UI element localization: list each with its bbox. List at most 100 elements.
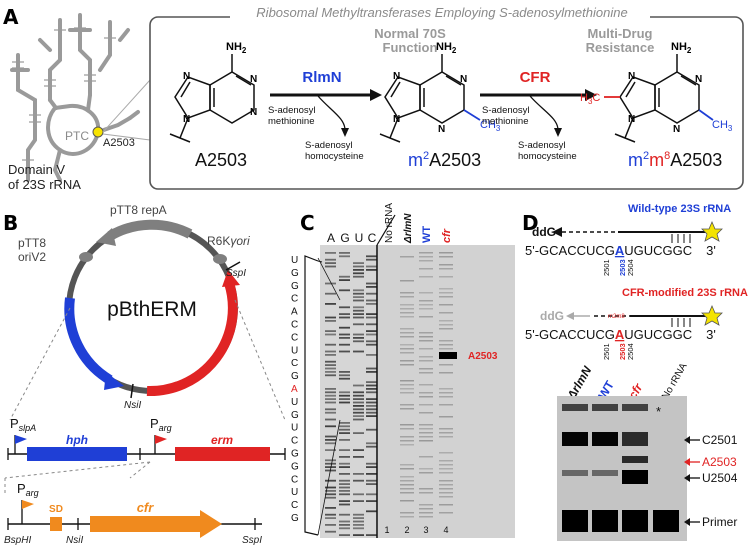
panel-c-letter: C [300, 211, 315, 235]
sequencing-band [366, 415, 377, 417]
lane-background-band [400, 332, 414, 334]
lane-background-band [439, 464, 453, 466]
lane-background-band [439, 252, 453, 254]
lane-background-band [439, 320, 453, 322]
lane-background-band [439, 492, 453, 494]
sequencing-band [339, 524, 350, 526]
lane-background-band [400, 312, 414, 314]
molecule2-n1: N [460, 74, 467, 85]
lane-background-band [400, 480, 414, 482]
sequencing-band [366, 333, 377, 336]
sequencing-band [325, 252, 336, 254]
sequencing-band [325, 449, 336, 451]
sequencing-band [353, 262, 364, 264]
lane-background-band [439, 404, 453, 406]
sequencing-band [325, 391, 336, 394]
lane-background-band [419, 412, 433, 414]
sequencing-band [339, 313, 350, 315]
lane-background-band [400, 408, 414, 410]
sequencing-band [353, 449, 364, 451]
lane-background-band [419, 252, 433, 254]
expansion-line-2-left [129, 461, 151, 479]
lane-background-band [439, 372, 453, 374]
sequencing-band [353, 527, 364, 530]
sah2-arrowhead [554, 128, 562, 137]
rrna-site-label: A2503 [103, 137, 135, 149]
sequencing-band [339, 466, 350, 468]
lane-background-band [400, 352, 414, 354]
sequencing-band [339, 337, 350, 339]
lane-background-band [419, 432, 433, 434]
seq-lane-g: G [340, 231, 349, 245]
sequencing-band [325, 394, 336, 397]
molecule3-n1: N [695, 74, 702, 85]
molecule3-n9: N [628, 114, 635, 125]
sequencing-band [353, 394, 364, 397]
sequencing-band [366, 316, 377, 319]
sequencing-band [339, 316, 350, 319]
wt-pos-2501: 2501 [602, 259, 611, 276]
upper-band [592, 404, 618, 411]
c2501-band [622, 432, 648, 446]
sequencing-band [339, 275, 350, 278]
lane-background-band [419, 508, 433, 510]
sequencing-band [325, 490, 336, 492]
lane-background-band [400, 384, 414, 386]
molecule3-h3c: H3C [580, 92, 600, 106]
sequencing-band [325, 517, 336, 519]
sequencing-band [366, 330, 377, 332]
sequencing-band [366, 411, 377, 414]
sequencing-band [353, 405, 364, 407]
primer-arrowhead [684, 518, 690, 526]
lane-background-band [400, 424, 414, 426]
sequencing-band [339, 422, 350, 424]
panel-a-title: Ribosomal Methyltransferases Employing S… [256, 5, 627, 20]
wt-star-icon [701, 220, 723, 242]
sah1-arrowhead [341, 128, 349, 137]
sequencing-band [366, 384, 377, 387]
sequencing-band [339, 439, 350, 441]
seq-connector-top [317, 257, 341, 301]
panel-a-letter: A [3, 5, 19, 29]
sequence-letter: G [291, 513, 299, 524]
sequencing-band [325, 333, 336, 336]
lane-background-band [400, 468, 414, 470]
cfr-gene-arrowhead [200, 510, 222, 538]
hph-gene [27, 447, 127, 461]
lane-background-band [419, 428, 433, 430]
sequencing-band [353, 265, 364, 268]
lane-background-band [439, 512, 453, 514]
sequencing-band [339, 527, 350, 530]
sequencing-band [366, 303, 377, 305]
sequencing-band [325, 258, 336, 261]
molecule3-nh2: NH2 [671, 41, 692, 55]
sequencing-band [325, 282, 336, 285]
primer-extension-bands [562, 404, 679, 532]
sequencing-band [339, 306, 350, 309]
lane-background-band [439, 364, 453, 366]
enzyme-cfr: CFR [520, 69, 551, 86]
lane-background-band [400, 512, 414, 514]
oriv2-label-2: oriV2 [18, 250, 46, 264]
sequencing-band [366, 313, 377, 315]
seq-lane-c: C [368, 231, 377, 245]
sequencing-band [353, 456, 364, 458]
molecule2-methyl-bond [463, 109, 481, 121]
lane-number-4: 4 [443, 525, 448, 535]
sequencing-band [339, 503, 350, 506]
sequencing-band [339, 486, 350, 489]
gel-asterisk: * [656, 404, 661, 419]
sequencing-band [339, 456, 350, 458]
lane-background-band [439, 324, 453, 326]
molecule3-methyl2-bond [698, 109, 714, 121]
sequence-letter: U [291, 255, 298, 266]
sequencing-band [325, 371, 336, 373]
sequencing-band [366, 442, 377, 445]
lane-background-band [439, 268, 453, 270]
lane-background-band [439, 416, 453, 418]
sequence-letter: U [291, 397, 298, 408]
sequencing-band [353, 513, 364, 516]
c2501-label: C2501 [702, 433, 738, 447]
lane-background-band [400, 344, 414, 346]
c2501-band [562, 432, 588, 446]
